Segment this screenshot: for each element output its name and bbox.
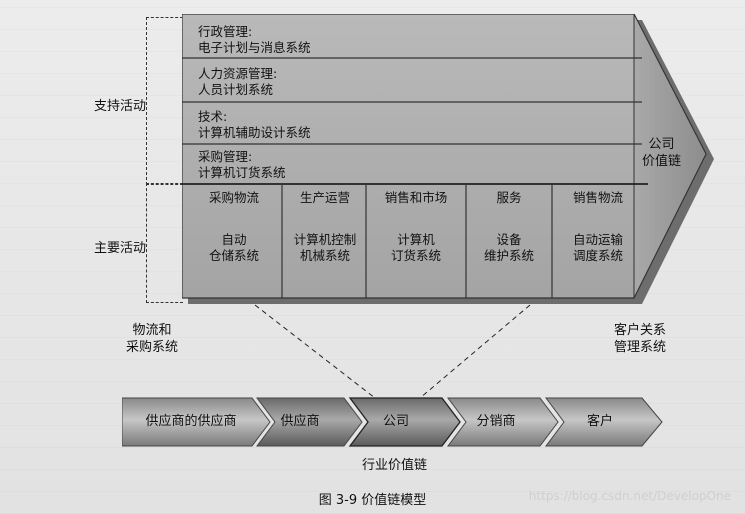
support-bracket: [146, 17, 183, 185]
primary-activity-system: 计算机订货系统: [390, 232, 441, 263]
value-chain-shape: [182, 14, 714, 304]
industry-segment-distributor: 分销商: [476, 414, 516, 429]
support-row-system: 计算机辅助设计系统: [198, 125, 311, 140]
support-row-system: 人员计划系统: [198, 82, 274, 97]
industry-segment-company: 公司: [382, 414, 409, 429]
primary-activity-service: 服务 设备维护系统: [466, 188, 552, 300]
company-value-chain-label: 公司价值链: [642, 137, 682, 169]
primary-activity-system: 计算机控制机械系统: [293, 232, 357, 263]
primary-activity-name: 生产运营: [299, 190, 350, 205]
crm-label: 客户关系管理系统: [614, 323, 667, 355]
support-row-title: 行政管理:: [198, 24, 253, 39]
support-row-hr: 人力资源管理: 人员计划系统: [198, 66, 277, 98]
support-row-procurement: 采购管理: 计算机订货系统: [198, 149, 286, 181]
primary-activity-system: 自动运输调度系统: [572, 232, 623, 263]
caption-text: 图 3-9 价值链模型: [318, 493, 427, 508]
support-row-title: 人力资源管理:: [198, 66, 278, 81]
support-row-admin: 行政管理: 电子计划与消息系统: [198, 24, 311, 56]
support-activities-label: 支持活动: [94, 99, 147, 114]
industry-value-chain-label: 行业价值链: [362, 458, 428, 473]
logistics-procurement-label: 物流和采购系统: [126, 323, 179, 355]
figure-caption: 图 3-9 价值链模型: [0, 489, 745, 508]
industry-chain-shape: [121, 397, 663, 447]
support-row-tech: 技术: 计算机辅助设计系统: [198, 109, 311, 141]
primary-activity-name: 销售和市场: [384, 190, 448, 205]
primary-activities-label: 主要活动: [94, 241, 147, 256]
support-row-system: 电子计划与消息系统: [198, 40, 311, 55]
primary-activity-inbound: 采购物流 自动仓储系统: [184, 188, 284, 300]
industry-segment-customer: 客户: [586, 414, 613, 429]
support-row-title: 技术:: [198, 109, 228, 124]
primary-activity-outbound: 销售物流 自动运输调度系统: [552, 188, 644, 300]
company-value-chain: [182, 14, 714, 304]
watermark: https://blog.csdn.net/DevelopOne: [528, 489, 731, 503]
primary-activity-system: 自动仓储系统: [208, 232, 259, 263]
primary-activity-marketing: 销售和市场 计算机订货系统: [366, 188, 466, 300]
industry-value-chain: [121, 392, 667, 452]
primary-activity-operations: 生产运营 计算机控制机械系统: [282, 188, 368, 300]
support-row-system: 计算机订货系统: [198, 165, 286, 180]
support-row-title: 采购管理:: [198, 149, 253, 164]
primary-activity-name: 服务: [496, 190, 522, 205]
primary-activity-name: 采购物流: [208, 190, 259, 205]
primary-activity-system: 设备维护系统: [483, 232, 534, 263]
industry-segment-supplier: 供应商: [280, 414, 320, 429]
primary-bracket: [146, 183, 183, 303]
industry-segment-supplier-of-supplier: 供应商的供应商: [145, 414, 237, 429]
primary-activity-name: 销售物流: [572, 190, 623, 205]
